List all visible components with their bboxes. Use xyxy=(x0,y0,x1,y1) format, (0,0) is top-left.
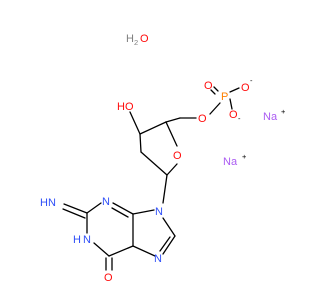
molecule-structure-figure: H 2 O HO O O P O O - O - HN N N H N N O … xyxy=(40,33,286,284)
bond-p-o-double-1 xyxy=(210,89,216,95)
imino-label: HN xyxy=(40,197,56,209)
bond-c8-n7 xyxy=(162,235,176,255)
sodium-ion-2-charge: + xyxy=(242,152,247,161)
water-subscript: 2 xyxy=(134,38,138,47)
bond-n1-c6 xyxy=(93,242,110,257)
bond-p-o-double-2 xyxy=(213,86,219,92)
bond-c6-c5 xyxy=(108,245,134,257)
bond-c1-n9 xyxy=(162,174,168,204)
bond-n3-c2 xyxy=(86,202,102,214)
sodium-ion-1-charge: + xyxy=(281,107,286,116)
bond-n7-c5 xyxy=(132,245,156,257)
bond-c4-n3-double xyxy=(111,207,129,218)
carbonyl-oxygen-label: O xyxy=(104,272,113,284)
bond-o-p xyxy=(209,102,221,115)
water-h: H xyxy=(126,33,134,45)
bond-p-o-top xyxy=(229,87,240,93)
bond-c3-oh xyxy=(129,111,141,135)
water-o: O xyxy=(140,33,149,45)
phosphate-oxygen-bottom-charge: - xyxy=(238,114,241,123)
n9-label: N xyxy=(155,206,163,218)
bond-lines xyxy=(62,86,240,271)
n3-label: N xyxy=(102,196,110,208)
sodium-ion-1-label: Na xyxy=(263,111,278,123)
hydroxyl-label: HO xyxy=(117,101,134,113)
phosphate-oxygen-top-charge: - xyxy=(250,76,253,85)
bond-n9-c8 xyxy=(162,217,176,237)
bond-c4-c5 xyxy=(165,117,181,123)
sodium-ion-2-label: Na xyxy=(223,156,238,168)
phosphorus-label: P xyxy=(221,91,228,103)
n7-label: N xyxy=(154,253,162,265)
phosphate-oxygen-top-label: O xyxy=(241,82,250,94)
phosphoryl-oxygen-label: O xyxy=(204,80,213,92)
bond-o-c1 xyxy=(166,163,178,176)
water-formula: H 2 O xyxy=(126,33,149,47)
bond-c3-c4 xyxy=(139,121,167,135)
bond-c2-nh-double xyxy=(62,208,86,219)
ester-oxygen-label: O xyxy=(198,113,207,125)
n1-h-label: H xyxy=(73,234,81,246)
bond-c4-o xyxy=(165,121,178,147)
structure-diagram: H 2 O HO O O P O O - O - HN N N H N N O … xyxy=(40,33,286,284)
bond-n9-c4 xyxy=(132,209,155,215)
phosphate-oxygen-bottom-label: O xyxy=(229,109,238,121)
bond-c1-c2 xyxy=(140,151,168,176)
bond-c8-n7-double xyxy=(159,236,171,252)
n1-label: N xyxy=(83,234,91,246)
bond-p-o-bottom xyxy=(229,98,233,110)
bond-c4-n3 xyxy=(112,202,134,215)
ring-oxygen-label: O xyxy=(173,150,182,162)
bond-c2-c3 xyxy=(139,133,142,153)
bond-c2-nh xyxy=(63,203,88,214)
